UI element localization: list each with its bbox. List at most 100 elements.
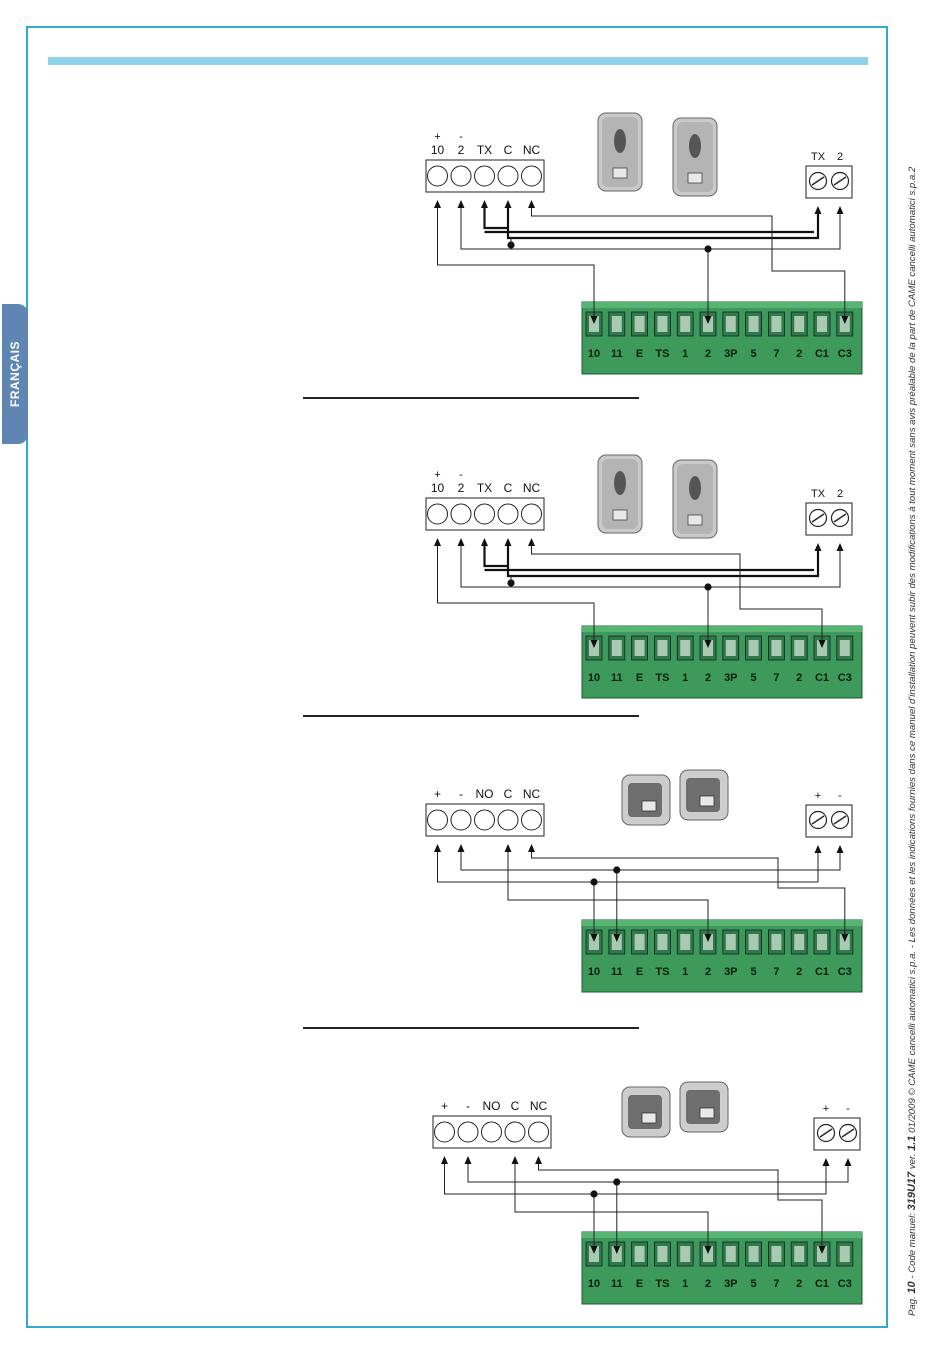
device-logo bbox=[687, 514, 703, 526]
board-screw bbox=[748, 934, 759, 950]
board-terminal-label: C3 bbox=[838, 672, 852, 684]
board-screw bbox=[794, 316, 805, 332]
board-terminal-label: C3 bbox=[838, 1278, 852, 1290]
square-sensor-icon bbox=[621, 774, 671, 826]
strip-terminal-label: 10 bbox=[431, 481, 445, 495]
board-terminal-label: 7 bbox=[773, 966, 779, 978]
board-terminal-label: 10 bbox=[588, 966, 600, 978]
aux-terminal-label: TX bbox=[811, 151, 826, 163]
junction-dot bbox=[704, 583, 712, 591]
device-logo bbox=[641, 1112, 657, 1124]
aux-screw-slot bbox=[819, 1128, 833, 1138]
board-screw bbox=[680, 1246, 691, 1262]
strip-terminal-label: 10 bbox=[431, 143, 445, 157]
arrow-head bbox=[590, 316, 598, 324]
remote-photocell-icon bbox=[672, 117, 718, 197]
arrow-head bbox=[457, 538, 465, 546]
wire bbox=[437, 204, 595, 322]
wire-pair bbox=[506, 542, 820, 578]
board-terminal-label: 11 bbox=[611, 672, 623, 684]
section-divider bbox=[303, 397, 639, 399]
board-terminal-label: 3P bbox=[724, 966, 737, 978]
arrow-head bbox=[434, 538, 441, 546]
strip-terminal-label: 2 bbox=[458, 143, 465, 157]
board-screw bbox=[657, 1246, 668, 1262]
remote-photocell-icon bbox=[672, 459, 718, 539]
language-tab[interactable]: FRANÇAIS bbox=[2, 304, 28, 444]
board-terminal-label: 2 bbox=[796, 966, 802, 978]
junction-dot bbox=[613, 866, 621, 874]
board-terminal-label: 2 bbox=[705, 348, 711, 360]
board-screw bbox=[794, 934, 805, 950]
strip-terminal-label: 2 bbox=[458, 481, 465, 495]
arrow-head bbox=[818, 640, 826, 648]
board-screw bbox=[725, 1246, 736, 1262]
strip-screw bbox=[427, 165, 448, 187]
board-terminal-label: C3 bbox=[838, 966, 852, 978]
arrow-head bbox=[704, 934, 712, 942]
strip-terminal-label: C bbox=[504, 787, 513, 801]
aux-terminal-label: - bbox=[846, 1103, 850, 1115]
aux-terminal-label: 2 bbox=[837, 151, 843, 163]
strip-screw bbox=[427, 809, 448, 831]
aux-screw-slot bbox=[841, 1128, 855, 1138]
board-screw bbox=[634, 640, 645, 656]
board-screw bbox=[794, 1246, 805, 1262]
board-terminal-label: 10 bbox=[588, 1278, 600, 1290]
strip-terminal-label: - bbox=[466, 1099, 470, 1113]
arrow-head bbox=[481, 538, 488, 546]
junction-dot bbox=[590, 1190, 598, 1198]
arrow-head bbox=[441, 1156, 448, 1164]
polarity-label: + bbox=[434, 131, 440, 143]
arrow-head bbox=[836, 206, 844, 214]
arrow-head bbox=[511, 1156, 519, 1164]
wire-pair bbox=[483, 204, 508, 230]
strip-screw bbox=[497, 809, 519, 831]
arrow-head bbox=[434, 200, 441, 208]
board-terminal-label: 3P bbox=[724, 1278, 737, 1290]
board-screw bbox=[771, 934, 782, 950]
strip-terminal-label: + bbox=[434, 787, 441, 801]
strip-terminal-label: C bbox=[504, 143, 513, 157]
board-terminal-label: 7 bbox=[773, 1278, 779, 1290]
aux-terminal-label: - bbox=[838, 790, 842, 802]
arrow-head bbox=[613, 934, 621, 942]
board-screw bbox=[748, 1246, 759, 1262]
board-terminal-label: C3 bbox=[838, 348, 852, 360]
wire bbox=[460, 204, 841, 250]
board-screw bbox=[611, 640, 622, 656]
board-terminal-label: E bbox=[636, 966, 643, 978]
aux-screw-slot bbox=[833, 815, 847, 825]
arrow-head bbox=[836, 543, 844, 551]
aux-screw-slot bbox=[811, 513, 825, 523]
strip-screw bbox=[450, 165, 472, 187]
wire bbox=[467, 1160, 849, 1183]
arrow-head bbox=[613, 1246, 621, 1254]
arrow-head bbox=[841, 934, 849, 942]
board-top-edge bbox=[582, 1232, 862, 1238]
board-terminal-label: 10 bbox=[588, 348, 600, 360]
board-terminal-label: TS bbox=[655, 1278, 669, 1290]
board-terminal-label: 1 bbox=[682, 672, 688, 684]
arrow-head bbox=[504, 844, 512, 852]
board-terminal-label: C1 bbox=[815, 966, 829, 978]
device-lens bbox=[689, 134, 701, 158]
header-bar bbox=[48, 57, 868, 65]
junction-dot bbox=[590, 878, 598, 886]
arrow-head bbox=[457, 844, 465, 852]
board-terminal-label: 11 bbox=[611, 966, 623, 978]
board-terminal-label: 5 bbox=[751, 348, 757, 360]
device-logo bbox=[641, 800, 657, 812]
device-face bbox=[628, 783, 662, 817]
strip-terminal-label: - bbox=[459, 787, 463, 801]
strip-terminal-label: TX bbox=[477, 481, 492, 495]
arrow-head bbox=[818, 1246, 826, 1254]
board-terminal-label: C1 bbox=[815, 348, 829, 360]
wire bbox=[531, 848, 846, 940]
arrow-head bbox=[704, 316, 712, 324]
arrow-head bbox=[528, 200, 535, 208]
strip-screw bbox=[504, 1121, 526, 1143]
